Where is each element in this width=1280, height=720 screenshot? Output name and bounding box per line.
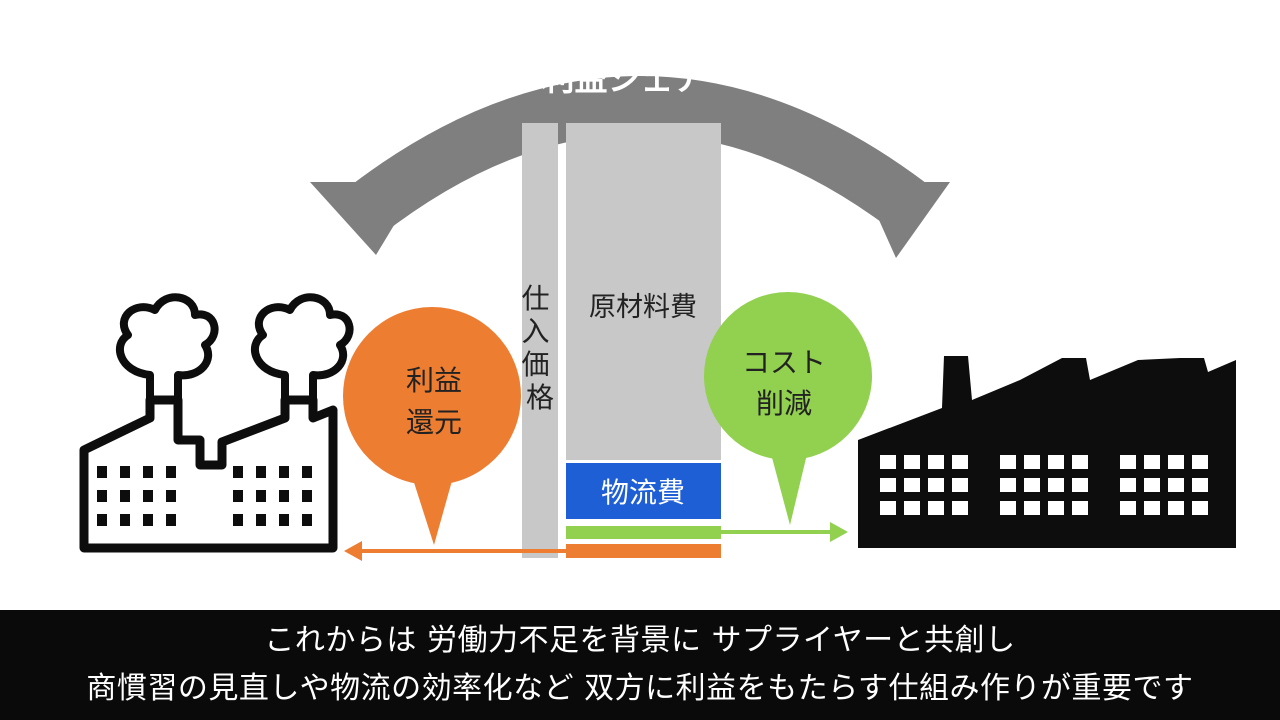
subtitle-bar: これからは 労働力不足を背景に サプライヤーと共創し 商慣習の見直しや物流の効率… (0, 610, 1280, 720)
supplier-factory-icon (79, 293, 354, 553)
profit-share-label: 利益シェア (542, 59, 707, 98)
cost-reduction-balloon (704, 292, 872, 525)
purchase-price-label: 仕 入 価 格 (522, 282, 559, 414)
cost-reduction-label-1: コスト (742, 346, 826, 379)
manufacturer-factory-icon (858, 356, 1236, 548)
subtitle-line-2: 商慣習の見直しや物流の効率化など 双方に利益をもたらす仕組み作りが重要です (86, 671, 1194, 706)
raw-material-label: 原材料費 (589, 292, 697, 323)
purchase-price-char-1: 仕 (522, 282, 550, 315)
profit-return-balloon (343, 307, 521, 545)
cost-reduction-strip (566, 526, 721, 539)
logistics-label: 物流費 (601, 476, 685, 509)
profit-return-label-1: 利益 (406, 364, 462, 397)
profit-return-label-2: 還元 (406, 406, 462, 439)
subtitle-line-1: これからは 労働力不足を背景に サプライヤーと共創し (264, 623, 1016, 658)
profit-share-arrow (310, 76, 950, 258)
purchase-price-bar (522, 123, 558, 558)
cost-reduction-arrow (721, 522, 848, 542)
profit-share-diagram: 利益シェア 仕 入 価 格 原材料費 物流費 利益 還元 コスト 削減 (79, 59, 1236, 561)
logistics-bar (566, 463, 721, 519)
purchase-price-char-4: 格 (526, 381, 554, 414)
purchase-price-char-2: 入 (522, 315, 550, 348)
profit-return-arrow (344, 541, 566, 561)
cost-reduction-label-2: 削減 (756, 387, 812, 420)
purchase-price-char-3: 価 (522, 348, 550, 381)
profit-return-strip (566, 544, 721, 558)
raw-material-bar (566, 123, 721, 460)
